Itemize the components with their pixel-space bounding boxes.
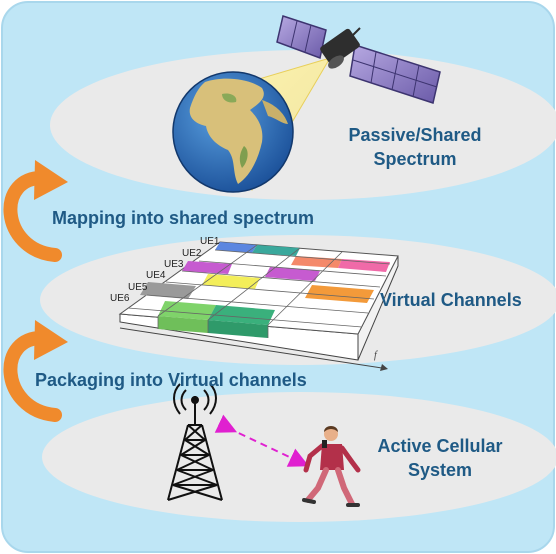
channel-cell-ue6 — [158, 316, 208, 333]
active-cellular-title: Active Cellular System — [345, 434, 535, 482]
earth-globe-icon — [172, 71, 294, 193]
channel-cell-ue3 — [182, 261, 232, 274]
channel-cell-ue4 — [202, 274, 260, 289]
channel-cell-ue6 — [208, 320, 268, 338]
ue-label: UE4 — [146, 270, 166, 281]
channel-cell-ue6 — [208, 305, 275, 325]
active-cellular-title-line2: System — [407, 460, 473, 480]
active-cellular-title-line1: Active Cellular — [377, 436, 503, 456]
passive-spectrum-title-line1: Passive/Shared — [348, 125, 482, 145]
frequency-axis-label: f — [374, 350, 377, 361]
passive-spectrum-title-line2: Spectrum — [373, 149, 457, 169]
wireless-link-arrow — [214, 414, 310, 467]
passive-spectrum-title: Passive/Shared Spectrum — [310, 123, 520, 171]
curved-arrow-icon — [3, 160, 68, 262]
satellite-icon — [276, 15, 441, 104]
ue-label: UE5 — [128, 282, 148, 293]
mapping-arrow-label: Mapping into shared spectrum — [52, 208, 315, 228]
channel-cell-ue5 — [305, 285, 374, 303]
frequency-axis — [119, 327, 383, 369]
virtual-channels-title: Virtual Channels — [380, 290, 522, 310]
channel-cell-ue1 — [252, 245, 300, 256]
ue-label: UE3 — [164, 259, 184, 270]
packaging-arrow-label: Packaging into Virtual channels — [35, 370, 307, 390]
channel-cell-ue2 — [338, 259, 390, 272]
channel-cell-ue1 — [215, 242, 257, 253]
walking-person-icon — [302, 426, 361, 507]
ue-label: UE6 — [110, 293, 130, 304]
channel-cell-ue5 — [140, 282, 196, 299]
channel-cell-ue3 — [265, 267, 320, 281]
cell-tower-icon — [167, 383, 223, 501]
virtual-channel-grid — [118, 241, 399, 371]
ue-label: UE2 — [182, 248, 202, 259]
curved-arrow-icon — [3, 320, 68, 422]
ue-label: UE1 — [200, 236, 220, 247]
